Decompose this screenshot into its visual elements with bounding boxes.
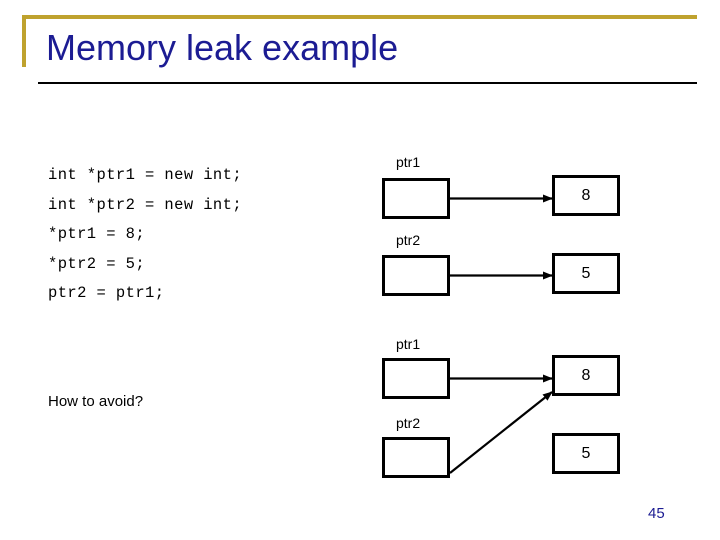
diagram-before-ptr2-box xyxy=(382,255,450,296)
diagram-after-ptr2-box xyxy=(382,437,450,478)
page-number: 45 xyxy=(648,505,665,522)
diagram-before-ptr1-box xyxy=(382,178,450,219)
diagram-before-value-box-5: 5 xyxy=(552,253,620,294)
diagram-after-ptr1-label: ptr1 xyxy=(396,336,421,352)
diagram-after-value-box-5-leaked: 5 xyxy=(552,433,620,474)
title-underline xyxy=(38,82,697,84)
diagram-before-ptr2-label: ptr2 xyxy=(396,232,421,248)
arrow-after-ptr2-to-8 xyxy=(449,391,553,474)
page-title: Memory leak example xyxy=(46,27,399,68)
how-to-avoid-label: How to avoid? xyxy=(48,393,144,410)
diagram-after-ptr2-label: ptr2 xyxy=(396,415,421,431)
title-gold-rule-left xyxy=(22,15,26,67)
title-gold-rule-top xyxy=(22,15,697,19)
diagram-after-ptr1-box xyxy=(382,358,450,399)
diagram-before-ptr1-label: ptr1 xyxy=(396,154,421,170)
code-listing: int *ptr1 = new int; int *ptr2 = new int… xyxy=(48,166,243,302)
diagram-after-value-box-8: 8 xyxy=(552,355,620,396)
diagram-before-value-box-8: 8 xyxy=(552,175,620,216)
